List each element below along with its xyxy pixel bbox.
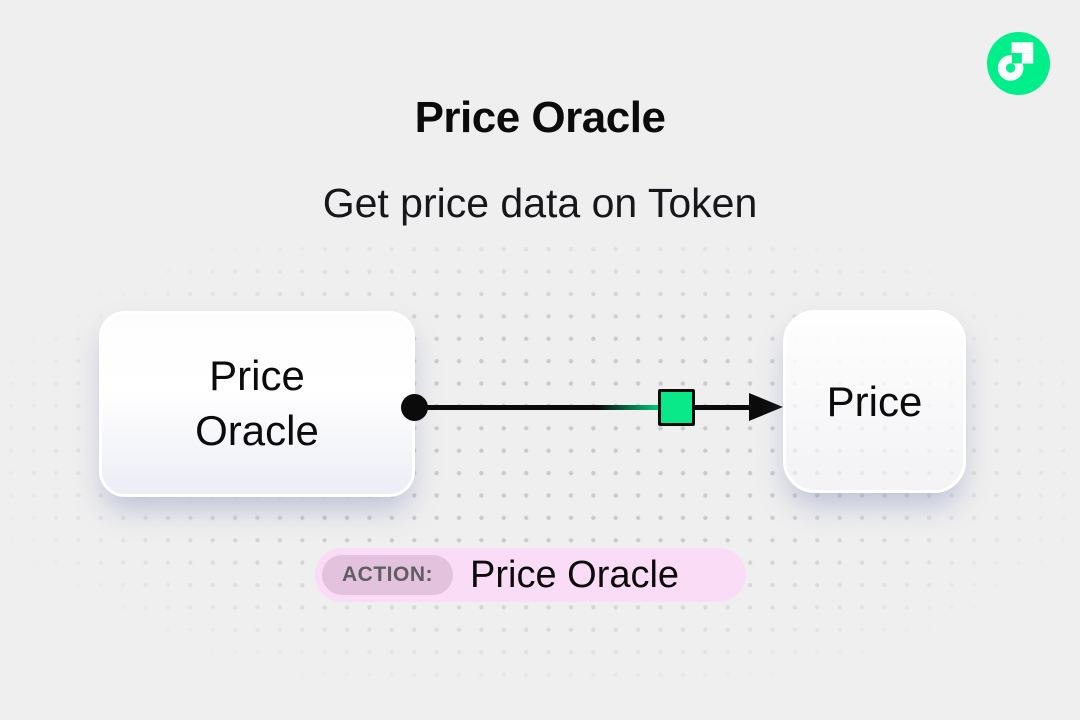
node-price-oracle: Price Oracle (99, 311, 415, 497)
page-subtitle: Get price data on Token (322, 180, 758, 226)
flow-logo-icon (987, 32, 1050, 95)
action-badge-label: ACTION: (322, 555, 453, 595)
node-price-label: Price (826, 377, 923, 425)
node-price: Price (783, 310, 966, 493)
action-badge: ACTION: Price Oracle (315, 548, 746, 602)
node-price-oracle-label: Price Oracle (195, 352, 319, 454)
connector-green-gradient (598, 405, 658, 410)
action-badge-value: Price Oracle (470, 553, 680, 596)
arrowhead-icon (749, 393, 783, 421)
page-title: Price Oracle (414, 93, 666, 143)
connector-line (414, 405, 760, 410)
connector-action-square (658, 389, 695, 426)
